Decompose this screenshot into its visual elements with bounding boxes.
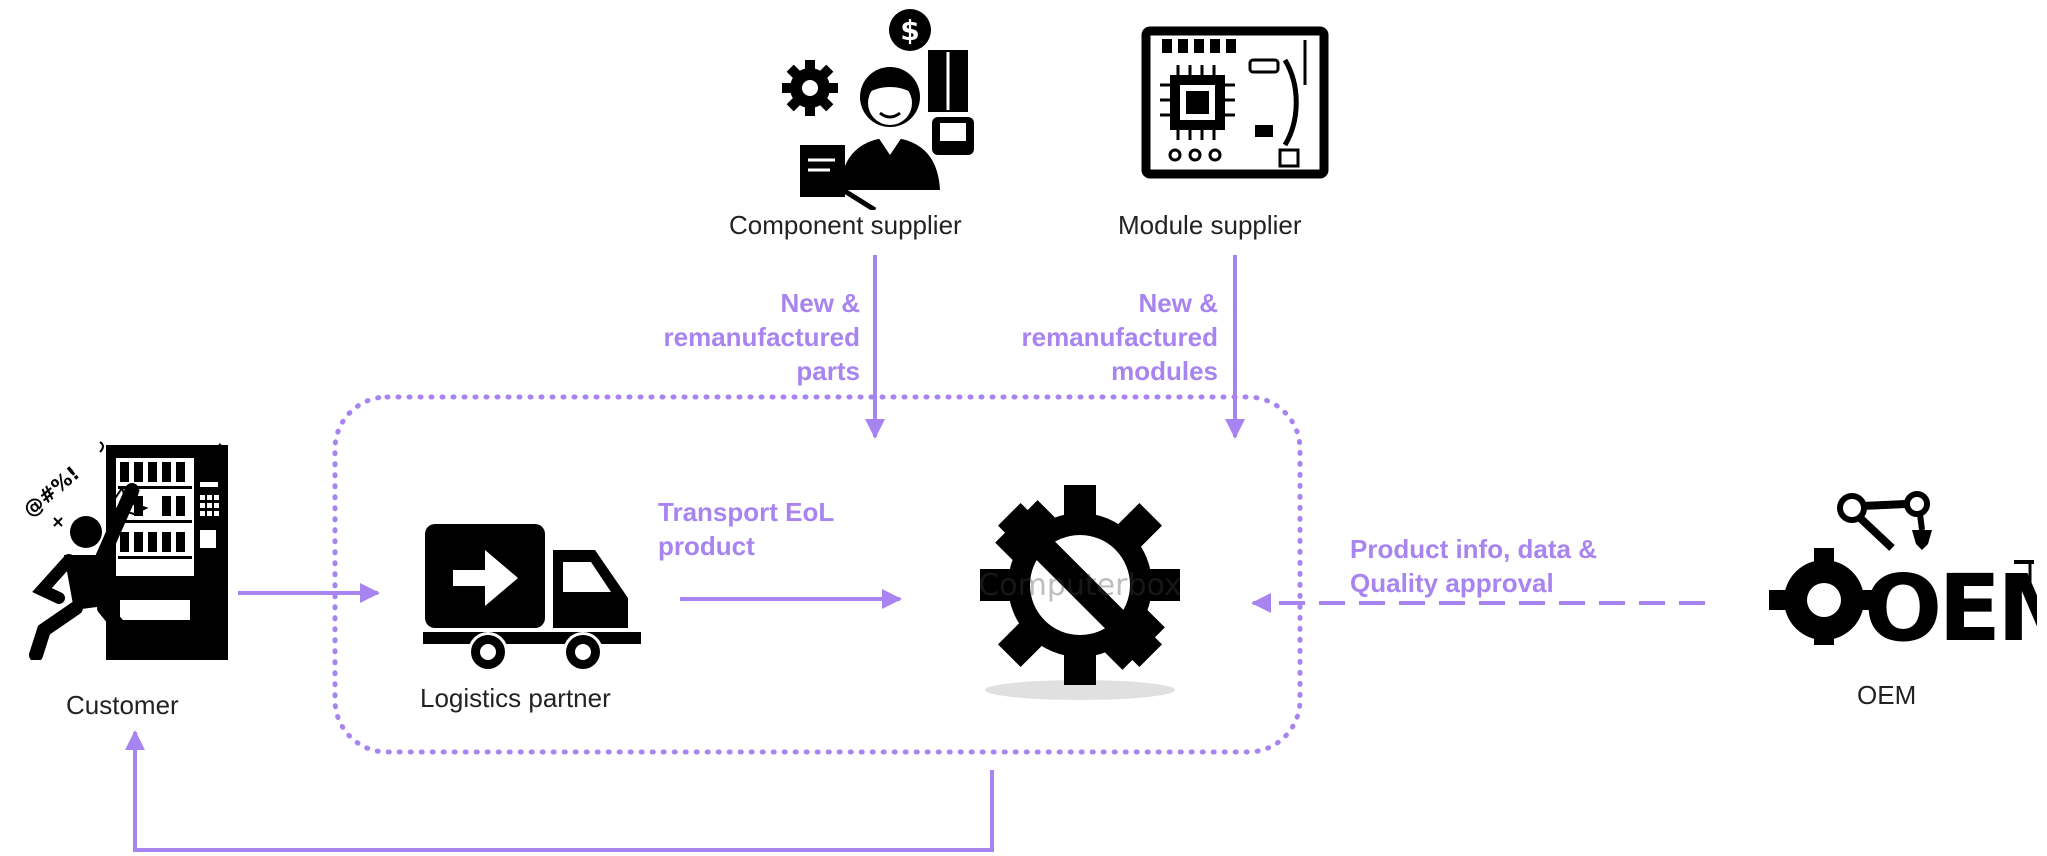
delivery-truck-icon bbox=[423, 524, 641, 672]
customer-vending-machine-icon: @#%! bbox=[18, 441, 228, 660]
component-supplier-icon: $ bbox=[782, 9, 974, 210]
flow-label-parts-line1: New & bbox=[780, 288, 860, 318]
flow-label-modules-line1: New & bbox=[1138, 288, 1218, 318]
component-supplier-label: Component supplier bbox=[729, 210, 962, 240]
oem-robot-arm-logo-icon: OEM bbox=[1769, 491, 2037, 645]
module-supplier-label: Module supplier bbox=[1118, 210, 1302, 240]
flow-label-parts-line2: remanufactured bbox=[663, 322, 861, 352]
oem-logo-text: OEM bbox=[1864, 555, 2037, 645]
flow-label-transport: Transport EoL product bbox=[658, 495, 834, 563]
flow-label-parts-line3: parts bbox=[796, 356, 860, 386]
hub-watermark: Computerbox bbox=[978, 568, 1181, 603]
flow-label-oem-info-line1: Product info, data & bbox=[1350, 534, 1597, 564]
circuit-board-icon bbox=[1141, 26, 1329, 179]
flow-label-transport-line2: product bbox=[658, 531, 755, 561]
customer-curse-text: @#%! bbox=[18, 461, 84, 522]
oem-label: OEM bbox=[1857, 680, 1917, 710]
flow-label-oem-info: Product info, data & Quality approval bbox=[1350, 532, 1597, 600]
logistics-partner-label: Logistics partner bbox=[420, 683, 611, 713]
remanufacturing-hub-gear-wrench-icon: Computerbox bbox=[978, 485, 1182, 700]
flow-label-modules-line3: modules bbox=[1111, 356, 1218, 386]
svg-text:$: $ bbox=[900, 14, 919, 47]
flow-label-parts: New & remanufactured parts bbox=[620, 286, 861, 388]
flow-label-transport-line1: Transport EoL bbox=[658, 497, 835, 527]
flow-label-oem-info-line2: Quality approval bbox=[1350, 568, 1554, 598]
flow-label-modules-line2: remanufactured bbox=[1021, 322, 1219, 352]
arrow-return-customer bbox=[125, 730, 994, 852]
customer-label: Customer bbox=[66, 690, 179, 720]
flow-label-modules: New & remanufactured modules bbox=[980, 286, 1219, 388]
service-boundary bbox=[332, 394, 1303, 755]
